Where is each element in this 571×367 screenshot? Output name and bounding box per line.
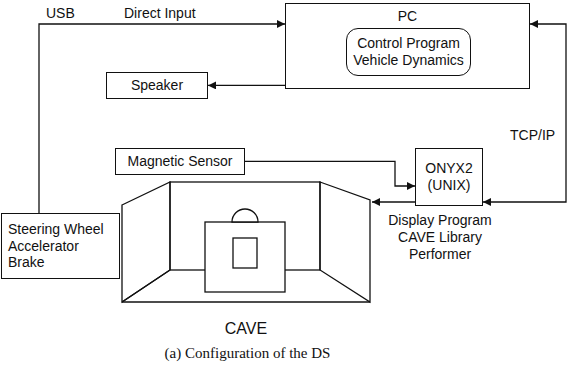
computer-box: PC Control Program Vehicle Dynamics xyxy=(285,3,530,89)
signal-connector xyxy=(372,201,415,202)
program-box: Control Program Vehicle Dynamics xyxy=(346,28,471,76)
box-text: Speaker xyxy=(131,77,183,94)
room-label: CAVE xyxy=(225,319,267,338)
input-device-box: Steering Wheel Accelerator Brake xyxy=(1,213,120,279)
connector-label: TCP/IP xyxy=(508,127,557,144)
cave-room: CAVE xyxy=(120,178,372,338)
workstation-box: ONYX2 (UNIX) xyxy=(415,148,483,206)
speaker-box: Speaker xyxy=(106,72,208,99)
box-text: Steering Wheel Accelerator Brake xyxy=(8,221,112,271)
box-text: Magnetic Sensor xyxy=(127,153,232,170)
sensor-box: Magnetic Sensor xyxy=(115,148,245,175)
interface-label: USB xyxy=(46,5,75,22)
signal-connector xyxy=(208,85,285,86)
figure-caption: (a) Configuration of the DS xyxy=(100,344,395,362)
box-text: ONYX2 (UNIX) xyxy=(420,160,478,194)
cave-illustration xyxy=(120,178,372,308)
signal-connector xyxy=(39,24,285,213)
box-text: PC xyxy=(398,8,417,25)
software-note: Display Program CAVE Library Performer xyxy=(383,212,497,262)
box-text: Control Program Vehicle Dynamics xyxy=(353,35,464,69)
connector-label: Direct Input xyxy=(122,5,198,22)
